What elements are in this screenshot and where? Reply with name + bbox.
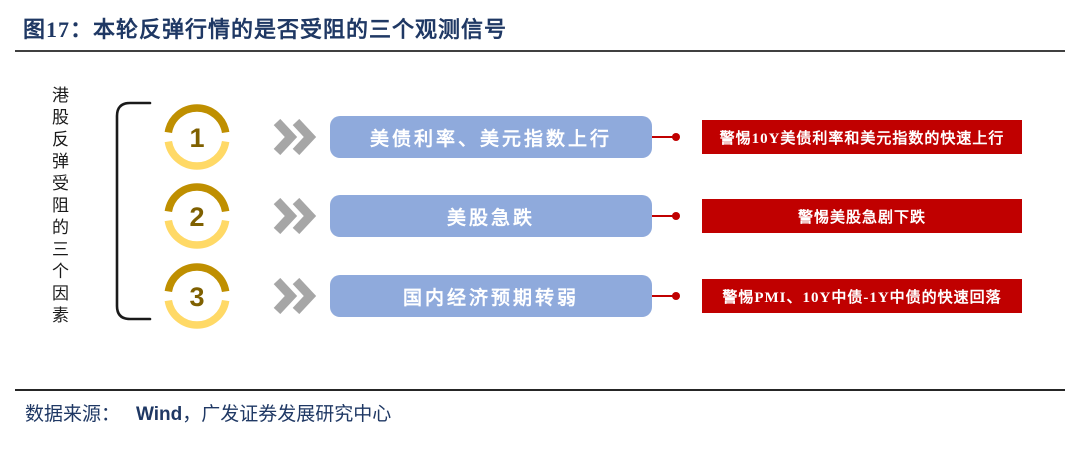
bracket-icon xyxy=(115,101,152,321)
data-source-rest: ，广发证券发展研究中心 xyxy=(182,404,392,425)
side-vertical-label: 港股反弹受阻的三个因素 xyxy=(49,86,68,328)
signal-row-3: 3 国内经济预期转弱 警惕PMI、10Y中债-1Y中债的快速回落 xyxy=(0,256,1080,336)
data-source: 数据来源： Wind，广发证券发展研究中心 xyxy=(25,399,391,426)
warning-box: 警惕10Y美债利率和美元指数的快速上行 xyxy=(702,120,1022,154)
data-source-label: 数据来源： xyxy=(25,404,121,425)
step-ring-2: 2 xyxy=(164,183,230,249)
step-number: 1 xyxy=(189,123,204,153)
double-chevron-icon xyxy=(273,119,317,155)
connector-dot-icon xyxy=(672,133,680,141)
title-divider xyxy=(15,50,1065,52)
connector-dot-icon xyxy=(672,212,680,220)
signal-row-1: 1 美债利率、美元指数上行 警惕10Y美债利率和美元指数的快速上行 xyxy=(0,97,1080,177)
step-number: 3 xyxy=(189,282,204,312)
figure-title: 图17：本轮反弹行情的是否受阻的三个观测信号 xyxy=(23,17,508,42)
connector-line xyxy=(652,295,674,297)
step-ring-3: 3 xyxy=(164,263,230,329)
data-source-wind: Wind xyxy=(136,404,183,425)
connector-line xyxy=(652,136,674,138)
connector-dot-icon xyxy=(672,292,680,300)
signal-row-2: 2 美股急跌 警惕美股急剧下跌 xyxy=(0,176,1080,256)
double-chevron-icon xyxy=(273,198,317,234)
signal-box: 国内经济预期转弱 xyxy=(330,275,652,317)
warning-box: 警惕美股急剧下跌 xyxy=(702,199,1022,233)
step-number: 2 xyxy=(189,202,204,232)
connector-line xyxy=(652,215,674,217)
step-ring-1: 1 xyxy=(164,104,230,170)
warning-box: 警惕PMI、10Y中债-1Y中债的快速回落 xyxy=(702,279,1022,313)
signal-box: 美股急跌 xyxy=(330,195,652,237)
signal-box: 美债利率、美元指数上行 xyxy=(330,116,652,158)
footer-divider xyxy=(15,389,1065,391)
double-chevron-icon xyxy=(273,278,317,314)
